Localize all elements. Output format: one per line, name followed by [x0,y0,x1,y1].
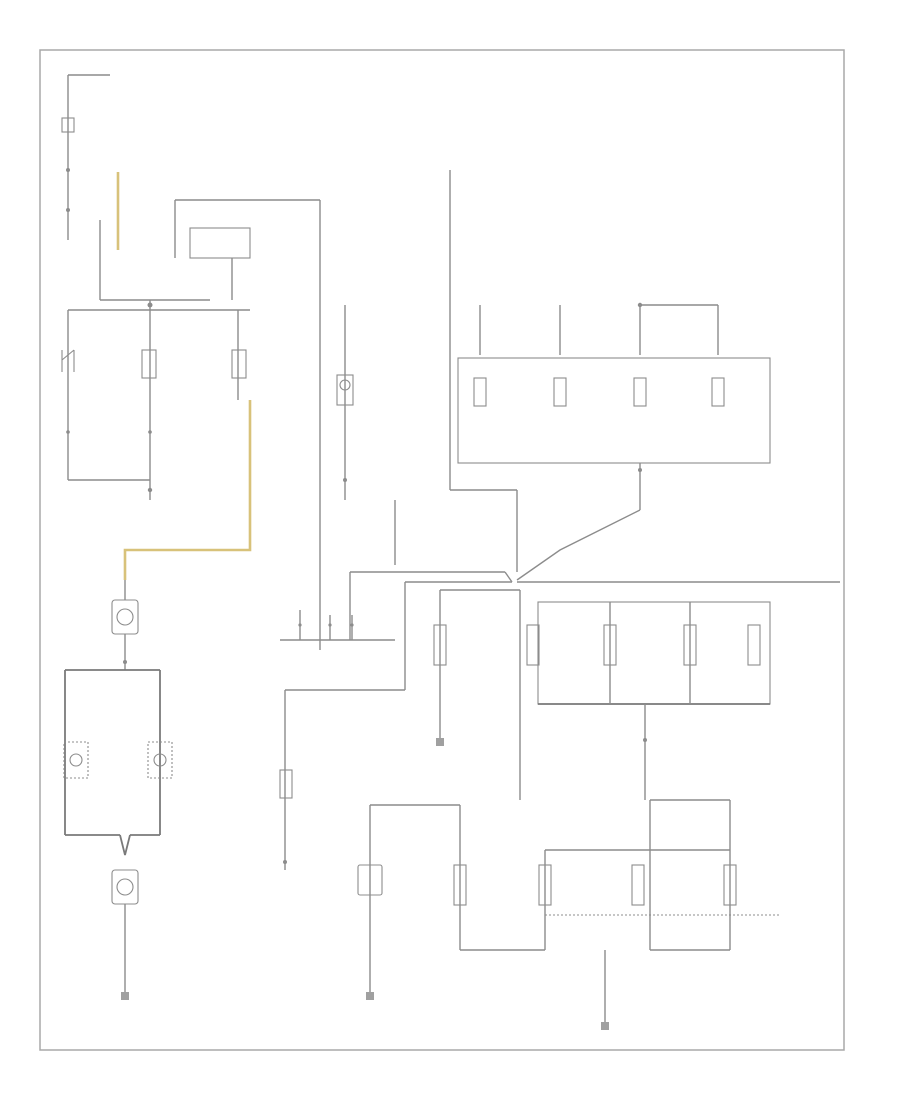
lower-left-module [111,869,139,1000]
center-module [336,305,396,565]
center-bus [279,571,513,870]
dimmer-module-left [111,580,139,670]
yellow-illumination-wire [123,400,252,580]
bottom-right-bank [357,799,780,1030]
relay-top-center [174,199,321,650]
left-switch-bank [61,309,250,500]
right-middle-bank [433,581,840,800]
center-switch-group [280,610,395,641]
diagram-border [39,49,845,1051]
top-right-switch-bank [449,170,771,581]
left-lamp-pair [63,669,173,856]
left-power-feed [61,74,210,310]
